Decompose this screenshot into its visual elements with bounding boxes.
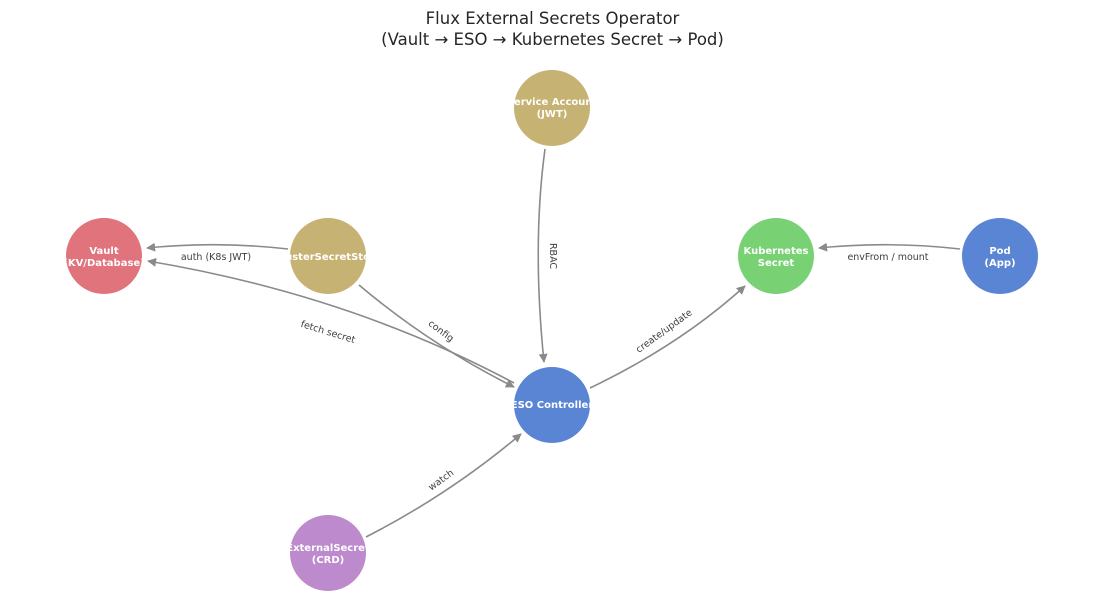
edge-label-envfrom: envFrom / mount	[847, 252, 928, 263]
node-service-account: Service Account (JWT)	[507, 70, 598, 146]
edge-auth	[146, 242, 289, 252]
diagram-title: Flux External Secrets Operator (Vault → …	[0, 8, 1105, 50]
node-service-account-label-2: (JWT)	[537, 109, 568, 120]
edge-label-rbac: RBAC	[547, 243, 558, 269]
edge-fetch-secret	[147, 257, 515, 384]
node-vault-circle	[66, 218, 142, 294]
node-external-secret: ExternalSecret (CRD)	[286, 515, 370, 591]
node-cluster-secret-store: ClusterSecretStore	[274, 218, 382, 294]
node-service-account-circle	[514, 70, 590, 146]
node-kubernetes-secret: Kubernetes Secret	[738, 218, 814, 294]
node-vault-label-2: (KV/Database)	[63, 258, 145, 269]
node-store-circle	[290, 218, 366, 294]
edge-create-update	[589, 285, 746, 389]
node-k8s-secret-label-1: Kubernetes	[744, 246, 809, 257]
node-eso-label-1: ESO Controller	[511, 400, 594, 411]
node-vault: Vault (KV/Database)	[63, 218, 145, 294]
edge-label-fetch-secret: fetch secret	[299, 319, 356, 346]
node-external-secret-label-1: ExternalSecret	[286, 543, 370, 554]
node-pod-label-2: (App)	[984, 258, 1015, 269]
node-external-secret-label-2: (CRD)	[312, 555, 344, 566]
node-eso-circle	[514, 367, 590, 443]
edge-label-create-update: create/update	[634, 307, 695, 355]
edge-watch	[365, 433, 522, 538]
node-pod-circle	[962, 218, 1038, 294]
node-external-secret-circle	[290, 515, 366, 591]
edge-label-config: config	[426, 318, 456, 344]
node-eso-controller: ESO Controller	[511, 367, 594, 443]
node-pod: Pod (App)	[962, 218, 1038, 294]
node-service-account-label-1: Service Account	[507, 97, 598, 108]
node-k8s-secret-label-2: Secret	[758, 258, 795, 269]
node-store-label-1: ClusterSecretStore	[274, 252, 382, 263]
title-line-2: (Vault → ESO → Kubernetes Secret → Pod)	[381, 30, 724, 49]
node-vault-label-1: Vault	[89, 246, 118, 257]
edge-label-auth: auth (K8s JWT)	[181, 252, 251, 263]
edge-rbac	[537, 148, 548, 363]
node-k8s-secret-circle	[738, 218, 814, 294]
edge-config	[358, 284, 515, 388]
title-line-1: Flux External Secrets Operator	[425, 9, 680, 28]
node-pod-label-1: Pod	[989, 246, 1010, 257]
edge-label-watch: watch	[427, 468, 457, 494]
edge-envfrom	[818, 242, 961, 252]
